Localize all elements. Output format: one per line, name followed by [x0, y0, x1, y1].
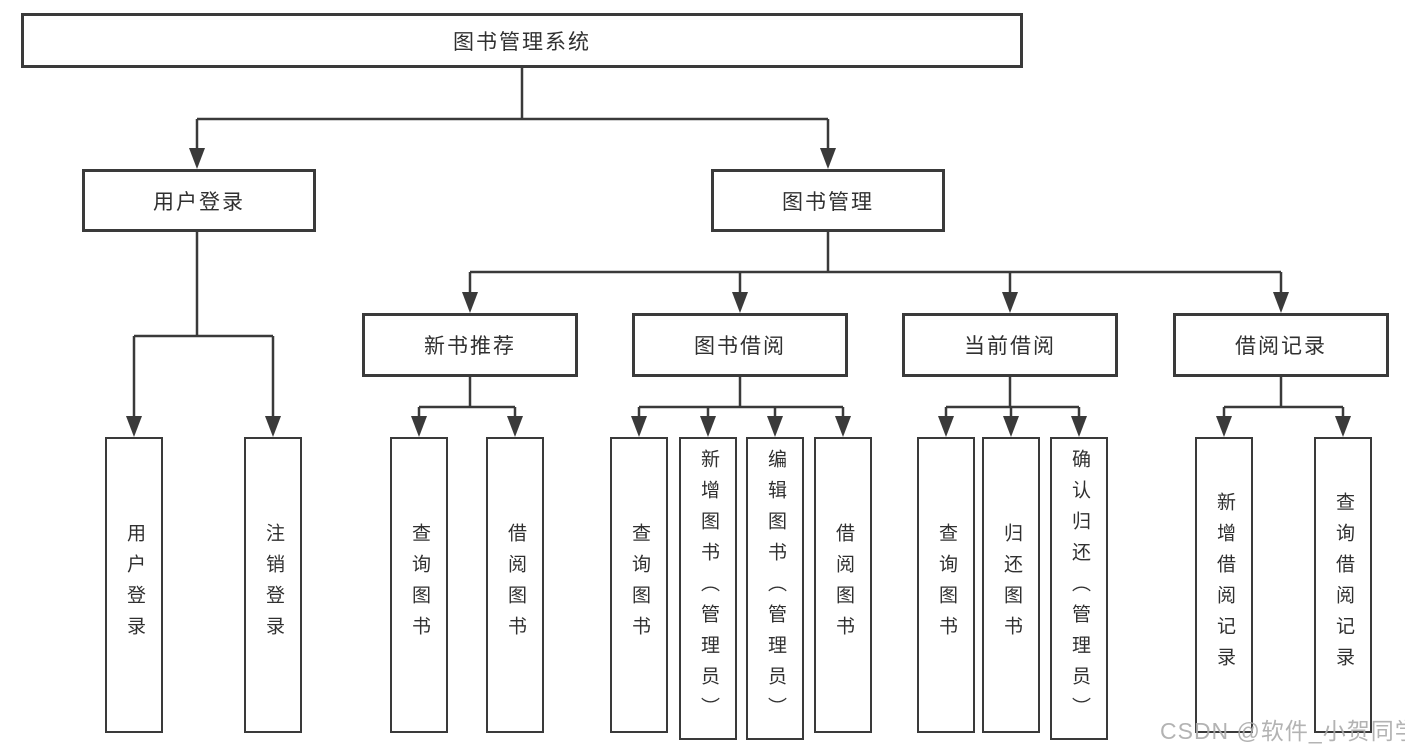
node-borrow-books: 借阅图书 — [814, 437, 872, 733]
node-borrow-books-recommend: 借阅图书 — [486, 437, 544, 733]
node-borrow-records: 借阅记录 — [1173, 313, 1389, 377]
node-query-borrow-record: 查询借阅记录 — [1314, 437, 1372, 733]
node-user-login: 用户登录 — [105, 437, 163, 733]
node-new-book-recommend: 新书推荐 — [362, 313, 578, 377]
node-add-books-admin: 新增图书（管理员） — [679, 437, 737, 740]
node-query-books-current: 查询图书 — [917, 437, 975, 733]
node-query-books-recommend: 查询图书 — [390, 437, 448, 733]
node-library-management-system: 图书管理系统 — [21, 13, 1023, 68]
node-book-borrow: 图书借阅 — [632, 313, 848, 377]
csdn-watermark: CSDN @软件_小贺同学 — [1160, 718, 1405, 744]
node-current-borrow: 当前借阅 — [902, 313, 1118, 377]
node-user-login-group: 用户登录 — [82, 169, 316, 232]
node-book-management: 图书管理 — [711, 169, 945, 232]
node-add-borrow-record: 新增借阅记录 — [1195, 437, 1253, 733]
node-confirm-return-admin: 确认归还（管理员） — [1050, 437, 1108, 740]
arrowhead-icons — [126, 148, 1351, 437]
node-logout: 注销登录 — [244, 437, 302, 733]
node-edit-books-admin: 编辑图书（管理员） — [746, 437, 804, 740]
node-query-books-borrow: 查询图书 — [610, 437, 668, 733]
node-return-books: 归还图书 — [982, 437, 1040, 733]
